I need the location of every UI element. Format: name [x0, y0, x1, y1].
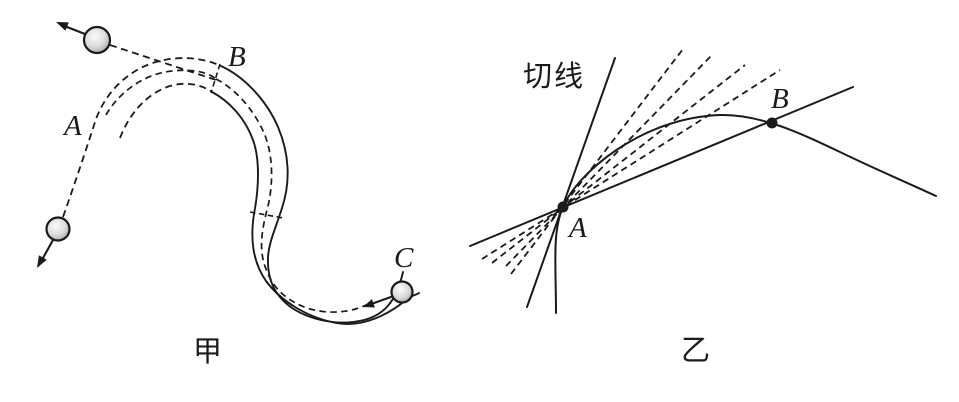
chord-dashed-4: [481, 69, 781, 260]
velocity-arrow-bottom-left-head: [37, 255, 47, 268]
caption-right-yi: 乙: [681, 333, 712, 367]
point-B-dot: [766, 117, 778, 129]
velocity-arrow-bottom-left-shaft: [41, 238, 55, 260]
label-A-right: A: [567, 212, 587, 244]
figure-left-tube-diagram: A B C 甲: [37, 22, 420, 368]
velocity-arrow-top-left-head: [56, 22, 69, 31]
velocity-arrow-top-left-shaft: [65, 25, 87, 36]
figure-right-tangent-diagram: 切线 A B 乙: [469, 48, 937, 367]
ball-bottom-left: [45, 216, 71, 242]
chord-dashed-3: [491, 64, 746, 264]
label-B-left: B: [228, 41, 246, 73]
label-A-left: A: [62, 110, 82, 142]
secant-line-AB: [469, 86, 854, 247]
trajectory-and-outer-wall-dashed: [62, 57, 222, 218]
chord-dashed-2: [505, 55, 712, 267]
tube-centerline-dashed-exit-section: [105, 69, 217, 116]
tube-inner-wall-solid: [211, 91, 420, 325]
chord-dashed-1: [510, 48, 684, 275]
trajectory-line-tangent-at-B: [109, 44, 217, 81]
ball-at-C: [390, 280, 414, 304]
ball-top-left: [82, 25, 112, 55]
velocity-arrow-C-head: [363, 299, 375, 308]
label-tangent-qiexian: 切线: [523, 59, 585, 93]
trajectory-curve: [554, 113, 937, 314]
caption-left-jia: 甲: [193, 334, 224, 368]
velocity-arrow-C-shaft: [372, 295, 393, 305]
tangent-line: [526, 57, 616, 308]
boundary-tick-B: [210, 63, 221, 94]
tube-inner-wall-dashed: [119, 82, 213, 139]
label-C-left: C: [394, 242, 414, 274]
label-B-right: B: [771, 83, 789, 115]
tube-outer-wall-solid: [220, 65, 404, 324]
point-A-dot: [557, 201, 569, 213]
boundary-tick-mid: [249, 211, 284, 219]
